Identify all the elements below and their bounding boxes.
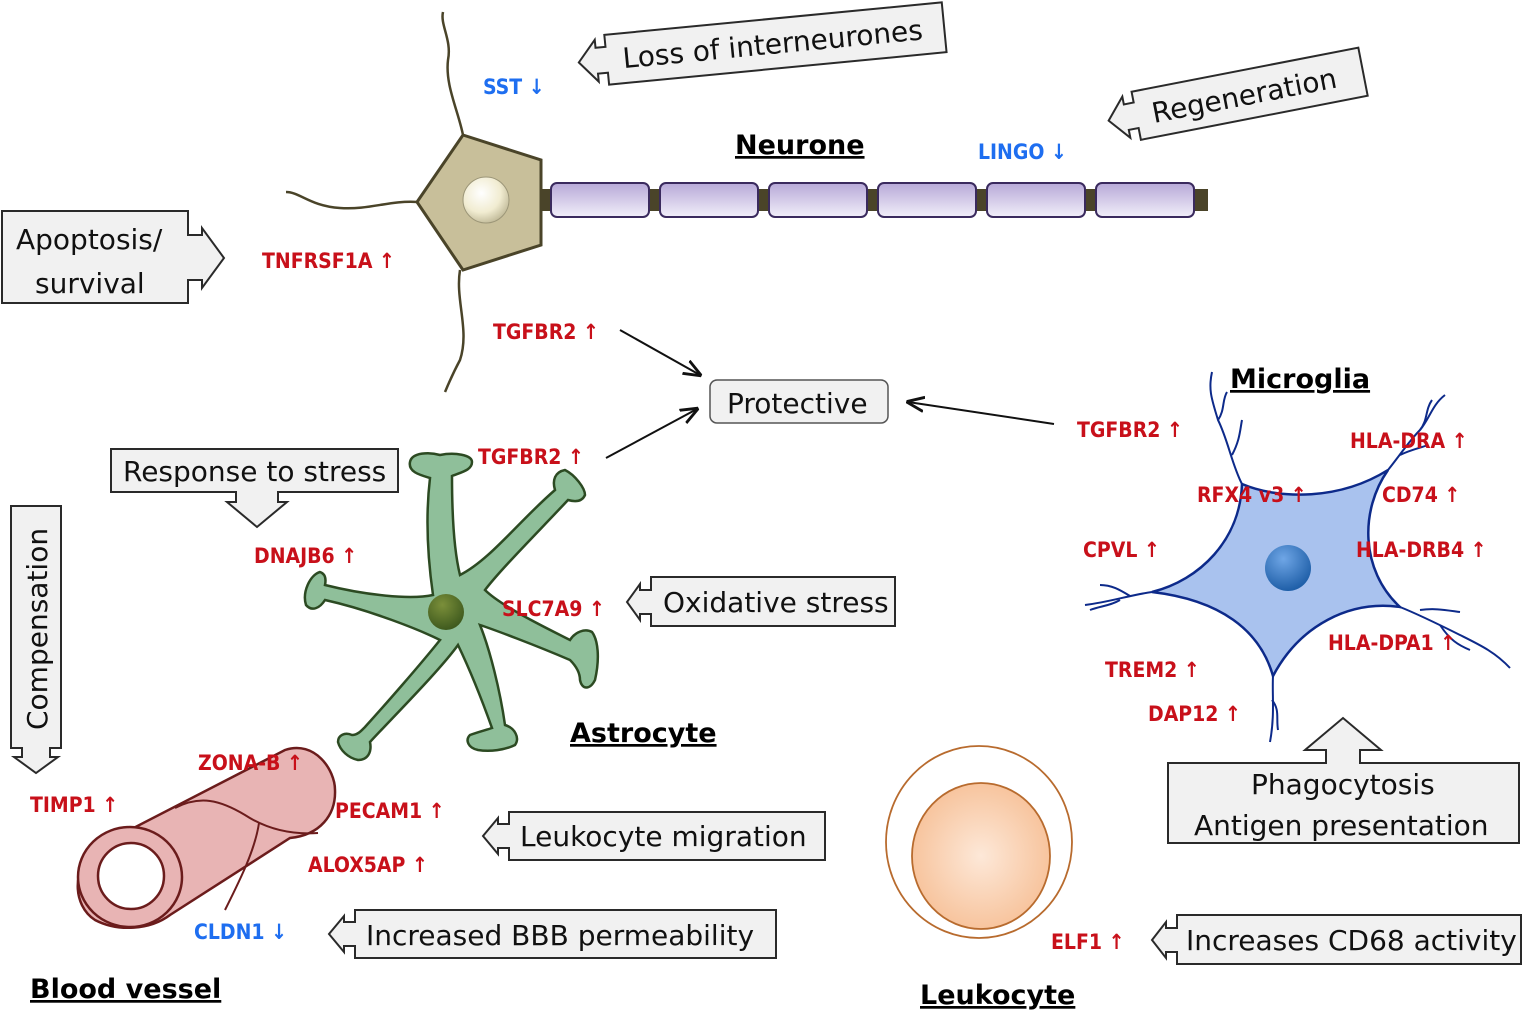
callout-label-line2: Antigen presentation (1194, 809, 1489, 842)
callout-label-line1: Apoptosis/ (16, 223, 163, 256)
left-arrow-callout-shape (1150, 914, 1522, 965)
callout-increases-cd68-activity: Increases CD68 activity (1150, 914, 1522, 965)
callout-increased-bbb-permeability: Increased BBB permeability (327, 909, 777, 959)
callout-apoptosis-survival: Apoptosis/ survival (1, 210, 226, 304)
protective-label: Protective (727, 387, 868, 420)
gene-sst: SST ↓ (483, 75, 545, 99)
callout-label-line1: Phagocytosis (1251, 768, 1435, 801)
gene-hla-drb4: HLA-DRB4 ↑ (1356, 538, 1487, 562)
gene-dnajb6: DNAJB6 ↑ (254, 544, 357, 568)
protective-box (709, 379, 889, 424)
vessel-lumen (96, 841, 166, 911)
gene-timp1: TIMP1 ↑ (30, 793, 118, 817)
callout-label: Compensation (21, 528, 54, 730)
neurone-dendrite-bottom (443, 269, 465, 393)
gene-trem2: TREM2 ↑ (1105, 658, 1200, 682)
callout-label: Leukocyte migration (520, 820, 807, 853)
gene-cldn1: CLDN1 ↓ (194, 920, 287, 944)
microglia-title: Microglia (1230, 364, 1370, 395)
myelin-segment (877, 182, 977, 218)
left-arrow-callout-shape (625, 576, 896, 627)
myelin-segment (1095, 182, 1195, 218)
callout-compensation: Compensation (10, 505, 62, 775)
myelin-segment (659, 182, 759, 218)
callout-oxidative-stress: Oxidative stress (625, 576, 896, 627)
neurone-dendrite-left (285, 190, 419, 210)
down-arrow-callout-shape (110, 448, 399, 529)
gene-tnfrsf1a: TNFRSF1A ↑ (262, 249, 395, 273)
gene-elf1: ELF1 ↑ (1051, 930, 1124, 954)
gene-pecam1: PECAM1 ↑ (335, 799, 445, 823)
leukocyte-title: Leukocyte (920, 980, 1075, 1011)
microglia-nucleus (1265, 545, 1311, 591)
myelin-segment (550, 182, 650, 218)
callout-response-to-stress: Response to stress (110, 448, 399, 529)
blood-vessel-title: Blood vessel (30, 974, 221, 1005)
callout-leukocyte-migration: Leukocyte migration (481, 811, 826, 861)
arrow-neurone-to-protective (619, 329, 700, 375)
leukocyte-nucleus (911, 782, 1051, 930)
callout-regeneration: Regeneration (1107, 46, 1369, 141)
myelin-segment (986, 182, 1086, 218)
gene-rfx4-v3: RFX4 v3 ↑ (1197, 483, 1307, 507)
myelin-sheath (550, 182, 1195, 218)
astrocyte: Astrocyte TGFBR2 ↑ DNAJB6 ↑ SLC7A9 ↑ (254, 445, 717, 762)
neurone-title: Neurone (735, 130, 865, 161)
arrow-microglia-to-protective (908, 402, 1055, 425)
leukocyte: Leukocyte ELF1 ↑ (885, 745, 1124, 1011)
gene-cd74: CD74 ↑ (1382, 483, 1460, 507)
gene-hla-dpa1: HLA-DPA1 ↑ (1328, 631, 1456, 655)
arrow-astrocyte-to-protective (605, 409, 697, 459)
astrocyte-title: Astrocyte (570, 718, 717, 749)
callout-phagocytosis-antigen-presentation: Phagocytosis Antigen presentation (1167, 716, 1520, 844)
gene-hla-dra: HLA-DRA ↑ (1350, 429, 1468, 453)
gene-slc7a9: SLC7A9 ↑ (502, 597, 605, 621)
right-arrow-callout-shape (1, 210, 226, 304)
gene-cpvl: CPVL ↑ (1083, 538, 1160, 562)
left-arrow-callout-shape (577, 1, 948, 86)
vessel-cell-boundary (174, 799, 319, 835)
callout-label: Increased BBB permeability (366, 919, 754, 952)
protective-node: Protective (605, 329, 1055, 459)
callout-loss-of-interneurones: Loss of interneurones (577, 1, 948, 86)
left-arrow-callout-shape (481, 811, 826, 861)
vessel-cell-boundary (224, 822, 260, 911)
left-arrow-callout-shape (327, 909, 777, 959)
up-arrow-callout-shape (1167, 716, 1520, 844)
callout-label: Response to stress (123, 455, 386, 488)
gene-alox5ap: ALOX5AP ↑ (308, 853, 428, 877)
callout-label: Increases CD68 activity (1186, 924, 1517, 957)
microglia-processes (1084, 371, 1511, 743)
neurone-nucleus (462, 176, 510, 224)
blood-vessel: Blood vessel ZONA-B ↑ TIMP1 ↑ PECAM1 ↑ A… (30, 746, 445, 1005)
gene-zona-b: ZONA-B ↑ (198, 751, 303, 775)
microglia: Microglia TGFBR2 ↑ HLA-DRA ↑ RFX4 v3 ↑ C… (1077, 364, 1511, 743)
gene-tgfbr2-astrocyte: TGFBR2 ↑ (478, 445, 584, 469)
callout-label: Oxidative stress (663, 586, 889, 619)
astrocyte-nucleus (428, 594, 464, 630)
gene-tgfbr2-microglia: TGFBR2 ↑ (1077, 418, 1183, 442)
gene-lingo: LINGO ↓ (978, 140, 1067, 164)
callout-label-line2: survival (35, 267, 145, 300)
neurone-dendrite-top (441, 11, 465, 136)
neurone: Neurone SST ↓ LINGO ↓ TNFRSF1A ↑ TGFBR2 … (262, 11, 1208, 393)
down-arrow-callout-shape (10, 505, 62, 775)
gene-dap12: DAP12 ↑ (1148, 702, 1241, 726)
myelin-segment (768, 182, 868, 218)
left-arrow-callout-shape (1107, 46, 1369, 141)
gene-tgfbr2-neurone: TGFBR2 ↑ (493, 320, 599, 344)
